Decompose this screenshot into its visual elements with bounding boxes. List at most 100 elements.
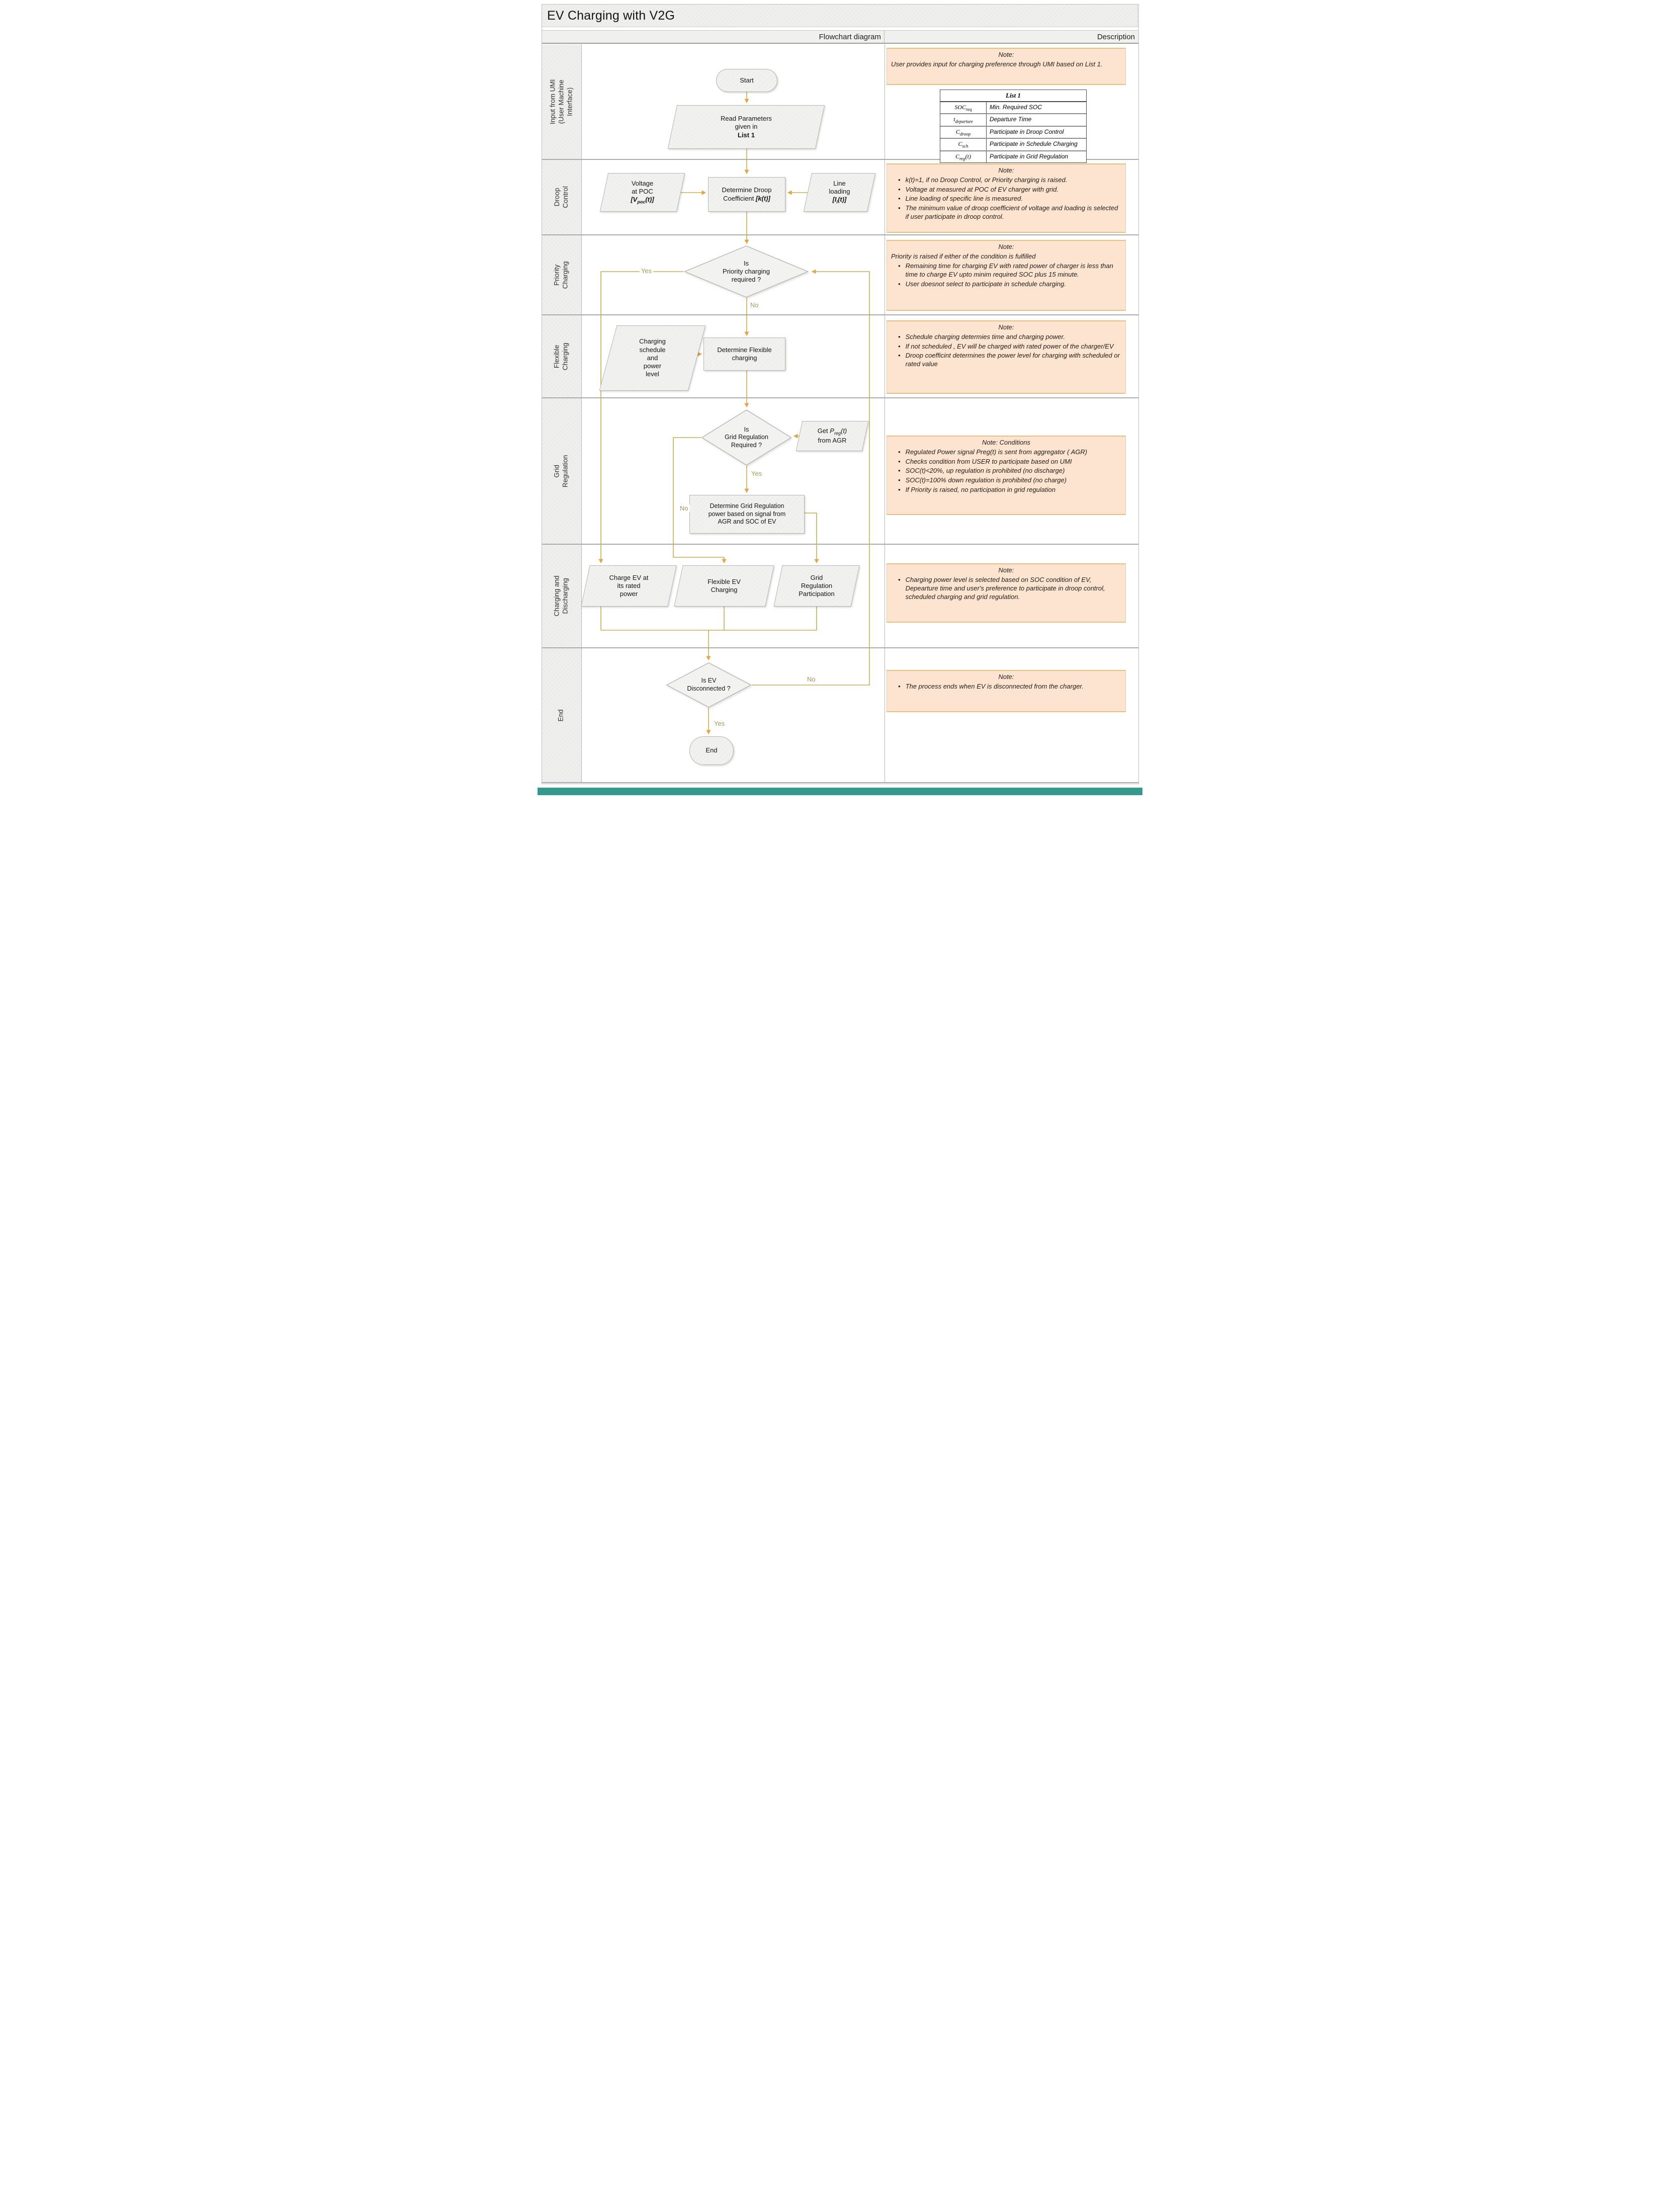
label-line: level bbox=[646, 370, 659, 378]
edge-label-grid-yes: Yes bbox=[750, 470, 764, 477]
math-subscript: i bbox=[836, 199, 838, 205]
label-line: from AGR bbox=[818, 437, 847, 445]
stadium-shape bbox=[689, 736, 734, 765]
label-line: power bbox=[620, 590, 638, 598]
lane-label-line: Regulation bbox=[561, 455, 569, 487]
note-bullet: •Droop coefficint determines the power l… bbox=[898, 352, 1120, 368]
note-charging-discharging: Note: •Charging power level is selected … bbox=[887, 563, 1126, 623]
symbol-cell: SOCreq bbox=[940, 102, 987, 114]
label-line: Is EV bbox=[701, 677, 717, 685]
label-line: Participation bbox=[799, 590, 835, 598]
label-line: Priority charging bbox=[723, 267, 770, 275]
label-line: Flexible EV bbox=[708, 577, 741, 585]
note-umi: Note: User provides input for charging p… bbox=[887, 48, 1126, 85]
note-bullet-list: •k(t)=1, if no Droop Control, or Priorit… bbox=[891, 176, 1121, 221]
note-title: Note: Conditions bbox=[982, 439, 1031, 446]
lane-label-line: Interface) bbox=[565, 87, 573, 116]
label-line: power based on signal from bbox=[708, 510, 786, 518]
node-determine-flexible-label: Determine Flexible charging bbox=[716, 345, 772, 364]
note-title: Note: bbox=[998, 166, 1014, 174]
note-bullet: •The process ends when EV is disconnecte… bbox=[898, 683, 1084, 690]
label-line: Regulation bbox=[801, 581, 833, 589]
note-title: Note: bbox=[998, 323, 1014, 331]
note-bullet: •Checks condition from USER to participa… bbox=[898, 457, 1072, 465]
node-end-label: End bbox=[705, 746, 718, 754]
label-line: Disconnected ? bbox=[687, 685, 731, 692]
node-charging-schedule: Charging schedule and power level bbox=[599, 325, 706, 391]
symbol-cell: Cdroop bbox=[940, 126, 987, 138]
note-flexible-charging: Note: •Schedule charging determies time … bbox=[887, 320, 1126, 394]
label-line: Determine Grid Regulation bbox=[710, 502, 784, 510]
note-bullet: •User doesnot select to participate in s… bbox=[898, 280, 1066, 288]
note-title: Note: bbox=[998, 243, 1014, 250]
node-priority-decision-label: Is Priority charging required ? bbox=[722, 259, 771, 285]
note-bullet: •Schedule charging determies time and ch… bbox=[898, 333, 1066, 341]
label-line: loading bbox=[829, 188, 850, 196]
label-line: Coefficient bbox=[723, 194, 756, 202]
list1-caption: List 1 bbox=[940, 90, 1086, 102]
note-bullet: •SOC(t)<20%, up regulation is prohibited… bbox=[898, 467, 1065, 475]
note-bullet-list: •Remaining time for charging EV with rat… bbox=[891, 262, 1121, 288]
label-line: schedule bbox=[639, 346, 666, 354]
node-read-parameters: Read Parameters given in List 1 bbox=[667, 105, 825, 149]
node-ev-disconnected-decision: Is EV Disconnected ? bbox=[666, 662, 752, 708]
math-symbol: (t)] bbox=[645, 196, 654, 204]
math-symbol: (t) bbox=[840, 427, 847, 435]
note-bullet: •If Priority is raised, no participation… bbox=[898, 485, 1055, 493]
column-header-row: Flowchart diagram Description bbox=[542, 30, 1139, 44]
lane-label-line: Charging bbox=[561, 343, 569, 370]
note-grid-regulation: Note: Conditions •Regulated Power signal… bbox=[887, 436, 1126, 515]
lane-label-line: End bbox=[557, 709, 565, 722]
node-end: End bbox=[689, 736, 734, 765]
note-bullet: •Line loading of specific line is measur… bbox=[898, 195, 1023, 203]
node-line-loading-label: Line loading [Ii(t)] bbox=[828, 179, 851, 206]
edge-label-priority-yes: Yes bbox=[640, 267, 654, 275]
note-title: Note: bbox=[998, 673, 1014, 681]
label-line: Grid bbox=[810, 573, 823, 581]
label-line: its rated bbox=[617, 581, 641, 589]
symbol-cell: Csch bbox=[940, 139, 987, 150]
table-row: Cdroop Participate in Droop Control bbox=[940, 126, 1086, 139]
edge-label-end-yes: Yes bbox=[713, 720, 727, 727]
flowchart-column-header: Flowchart diagram bbox=[542, 31, 885, 43]
note-bullet: •Voltage at measured at POC of EV charge… bbox=[898, 185, 1059, 193]
node-determine-grid-power: Determine Grid Regulation power based on… bbox=[689, 495, 805, 534]
node-priority-decision: Is Priority charging required ? bbox=[683, 245, 809, 298]
lane-label-line: Droop bbox=[553, 188, 561, 207]
label-line: Determine Flexible bbox=[717, 346, 772, 354]
node-charge-rated-label: Charge EV at its rated power bbox=[608, 573, 649, 600]
lane-label-line: Control bbox=[561, 186, 569, 208]
label-line: Is bbox=[743, 259, 749, 267]
label-line: and bbox=[647, 354, 658, 362]
node-flexible-ev-charging: Flexible EV Charging bbox=[674, 565, 774, 607]
note-bullet: •Regulated Power signal Preg(t) is sent … bbox=[898, 448, 1088, 456]
node-determine-droop: Determine Droop Coefficient [k(t)] bbox=[708, 177, 785, 212]
node-determine-droop-label: Determine Droop Coefficient [k(t)] bbox=[721, 185, 773, 204]
symbol-cell: Creg(t) bbox=[940, 151, 987, 162]
desc-cell: Participate in Droop Control bbox=[990, 128, 1064, 135]
math-symbol: [k(t)] bbox=[755, 194, 770, 202]
note-droop-control: Note: •k(t)=1, if no Droop Control, or P… bbox=[887, 163, 1126, 233]
math-symbol: [V bbox=[631, 196, 638, 204]
label-line: Voltage bbox=[631, 179, 654, 187]
note-intro: Priority is raised if either of the cond… bbox=[891, 252, 1036, 260]
note-title: Note: bbox=[998, 51, 1014, 58]
node-grid-regulation-decision-label: Is Grid Regulation Required ? bbox=[724, 425, 769, 451]
note-bullet: •k(t)=1, if no Droop Control, or Priorit… bbox=[898, 176, 1068, 184]
note-bullet: •Charging power level is selected based … bbox=[898, 576, 1105, 601]
node-grid-regulation-participation: Grid Regulation Participation bbox=[773, 565, 860, 607]
stadium-shape bbox=[716, 69, 777, 92]
node-start: Start bbox=[716, 69, 777, 92]
lane-label-line: Discharging bbox=[561, 578, 569, 614]
math-subscript: reg bbox=[834, 431, 841, 437]
edge-label-end-no: No bbox=[806, 675, 817, 683]
label-line: required ? bbox=[731, 276, 761, 284]
note-bullet-list: •Schedule charging determies time and ch… bbox=[891, 332, 1121, 369]
table-row: Creg(t) Participate in Grid Regulation bbox=[940, 151, 1086, 162]
label-line: Charging bbox=[711, 586, 738, 593]
math-subscript: poc bbox=[637, 199, 646, 205]
diamond-shape bbox=[666, 662, 752, 708]
node-start-label: Start bbox=[740, 76, 754, 84]
